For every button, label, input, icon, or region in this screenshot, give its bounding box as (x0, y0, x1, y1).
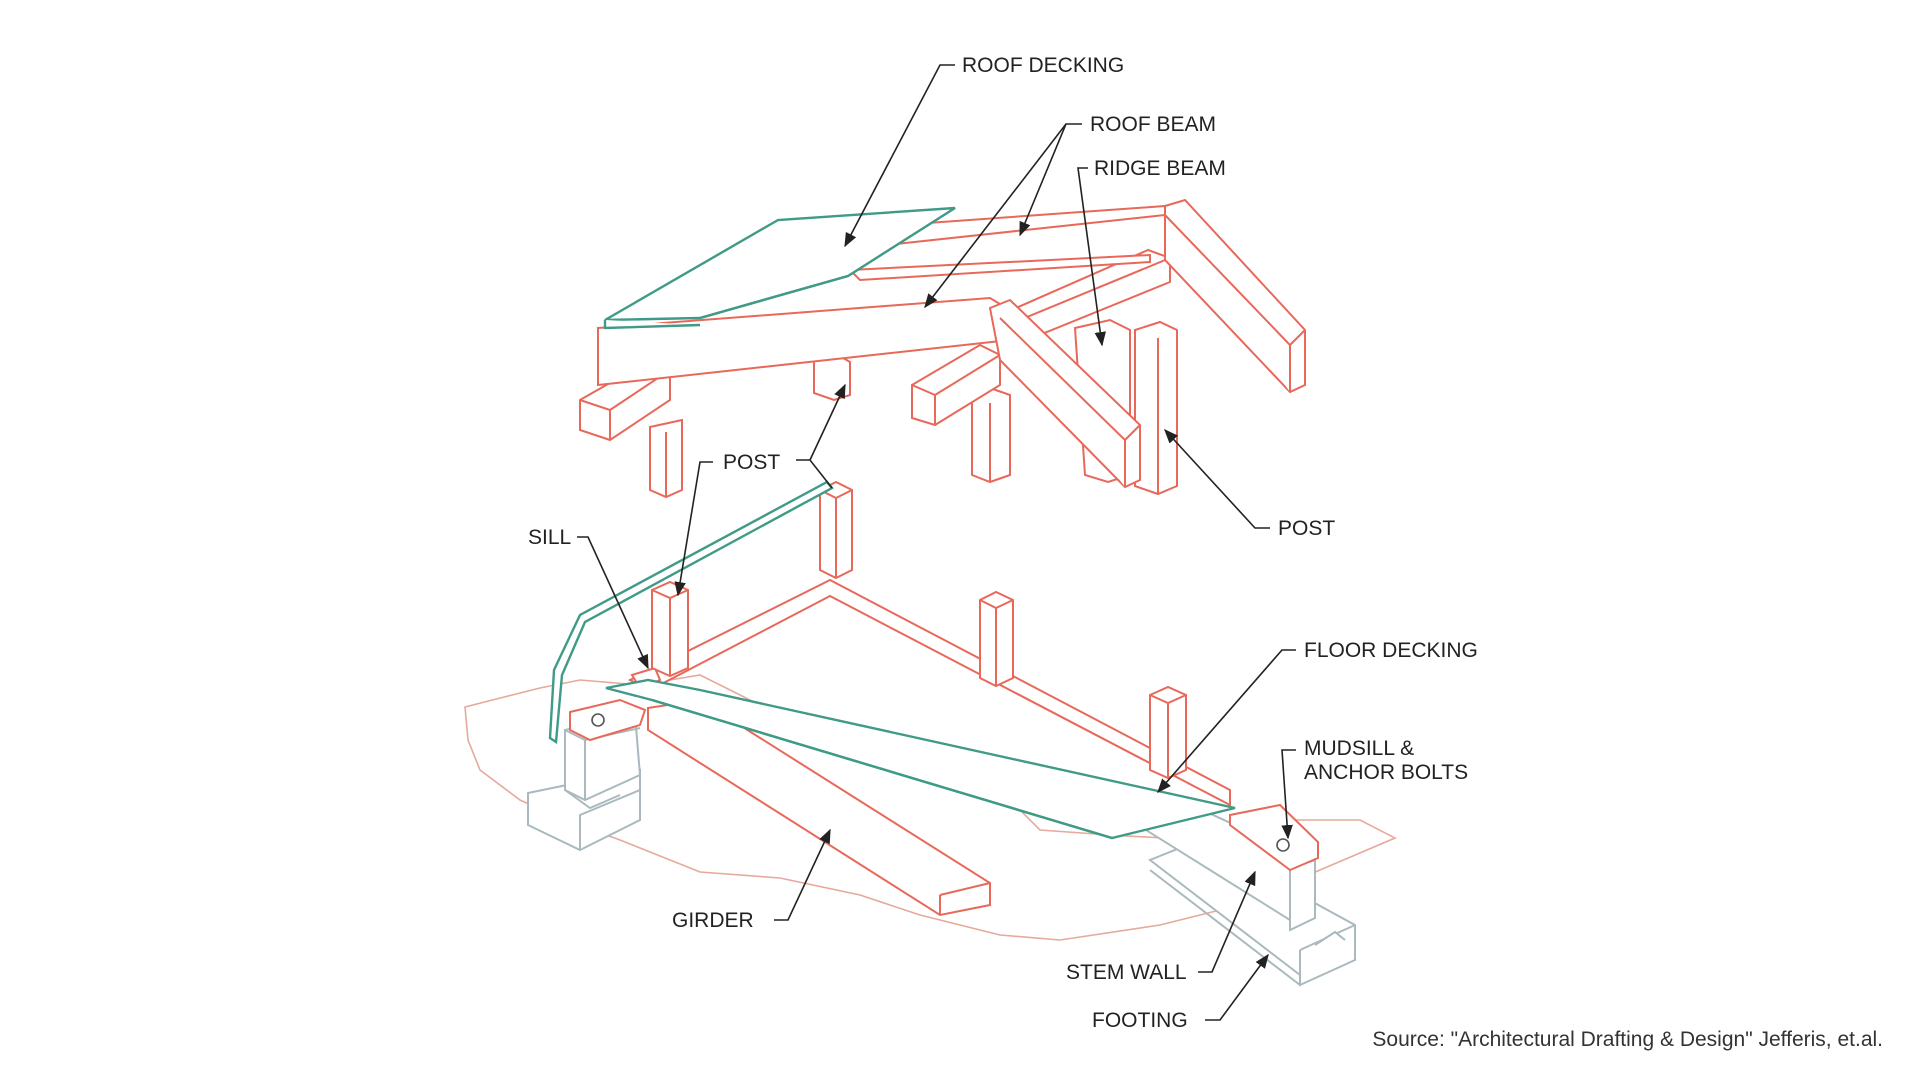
label-girder: GIRDER (672, 909, 754, 932)
label-post-upper: POST (723, 451, 780, 474)
roof-decking (603, 206, 956, 330)
footing-left (527, 768, 641, 852)
label-roof-decking: ROOF DECKING (962, 54, 1124, 77)
label-floor-decking: FLOOR DECKING (1304, 639, 1478, 662)
label-roof-beam: ROOF BEAM (1090, 113, 1216, 136)
floor-decking (548, 480, 1236, 840)
roof-framing (579, 198, 1306, 499)
label-stem-wall: STEM WALL (1066, 961, 1187, 984)
label-post-right: POST (1278, 517, 1335, 540)
labels: ROOF DECKING ROOF BEAM RIDGE BEAM POST P… (528, 54, 1478, 1032)
label-mudsill-line2: ANCHOR BOLTS (1304, 761, 1468, 784)
label-mudsill-line1: MUDSILL & (1304, 737, 1414, 760)
label-ridge-beam: RIDGE BEAM (1094, 157, 1226, 180)
label-footing: FOOTING (1092, 1009, 1188, 1032)
label-sill: SILL (528, 526, 571, 549)
leader-lines (577, 64, 1296, 1021)
source-caption: Source: "Architectural Drafting & Design… (1372, 1028, 1883, 1051)
